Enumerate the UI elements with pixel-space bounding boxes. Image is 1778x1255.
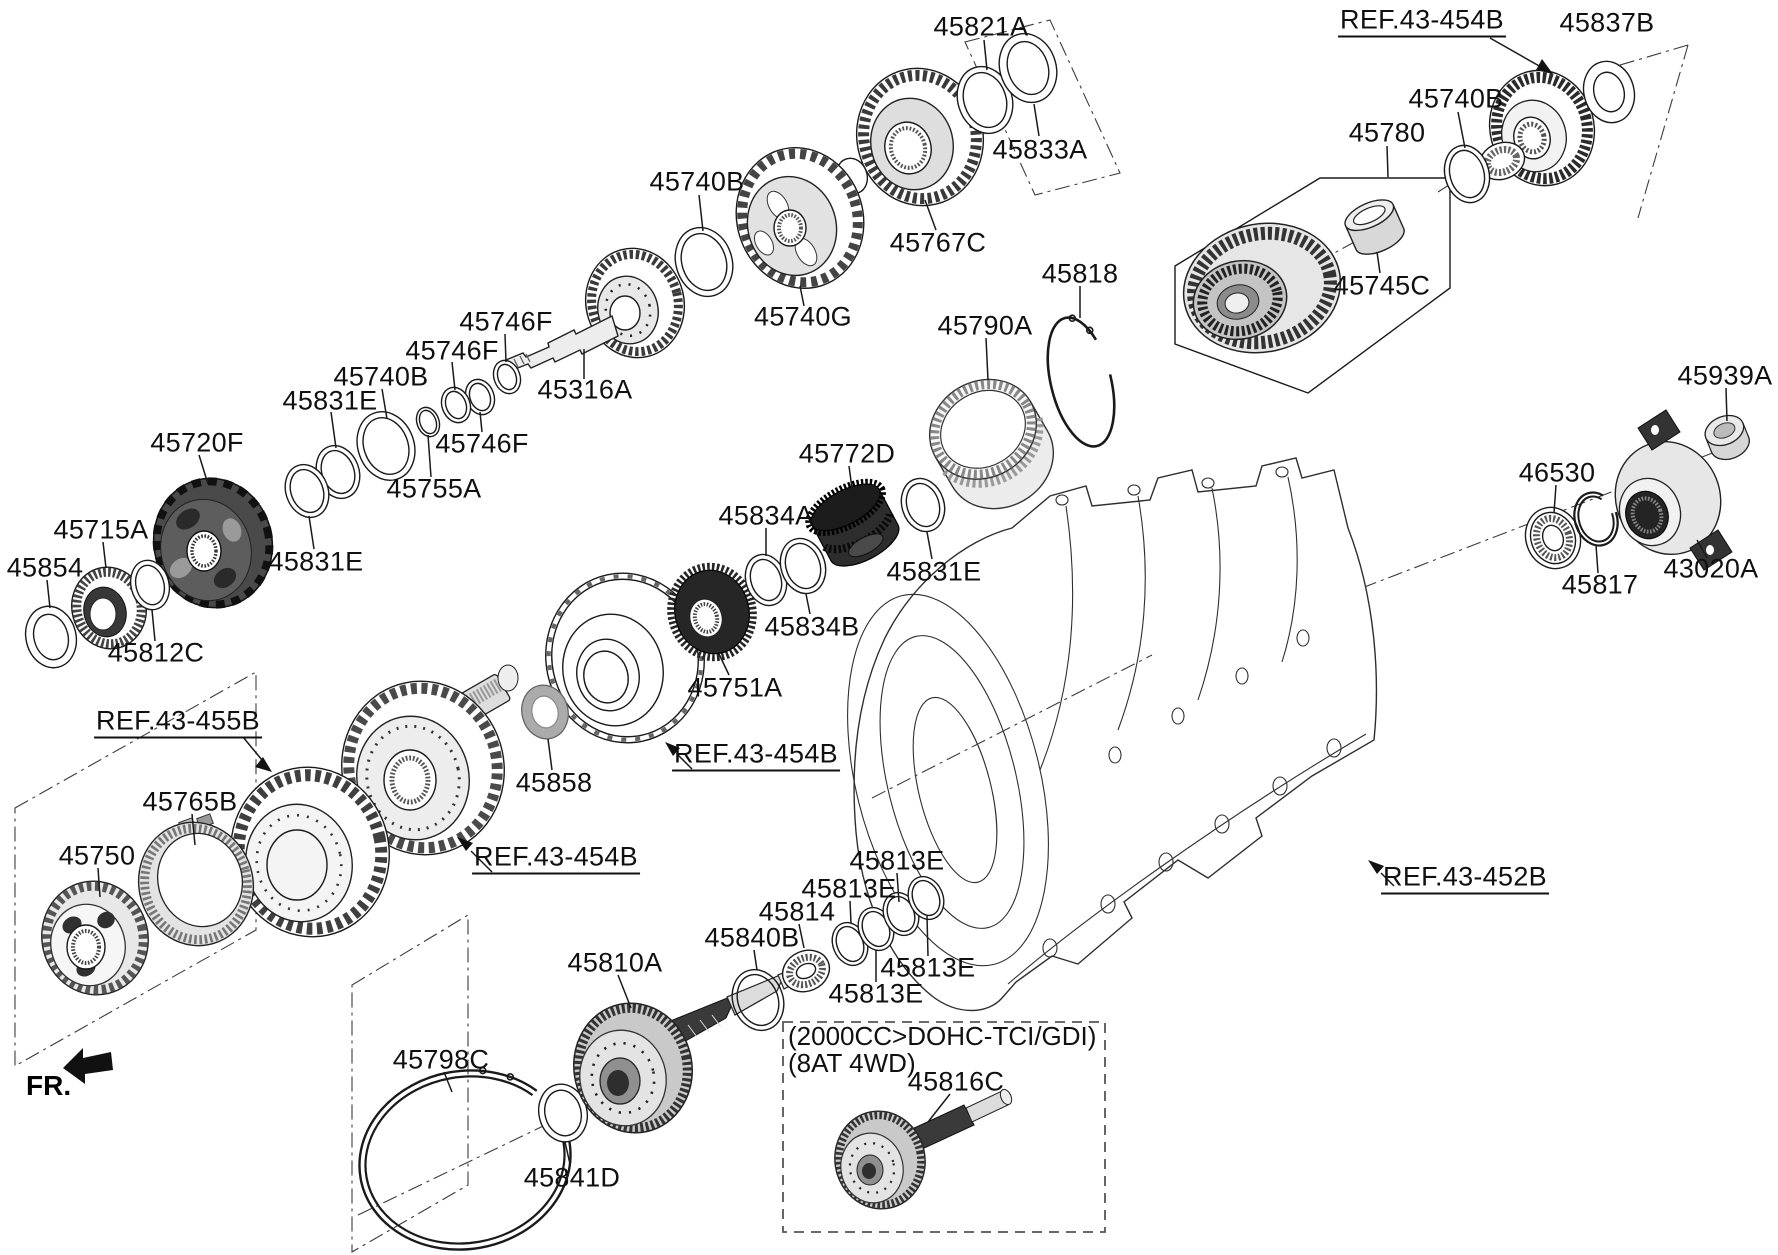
part-45818-snap-ring: [1046, 314, 1116, 448]
part-45740b-ring-left: [356, 411, 416, 481]
part-45746f-rings: [440, 359, 522, 424]
part-45780-clutch-pack: [1182, 222, 1342, 354]
part-45837b-washer: [1582, 60, 1636, 124]
part-45810a-output-gear: [572, 958, 818, 1134]
inset-variant-box: [782, 1021, 1106, 1233]
part-46530-bearing: [1524, 506, 1582, 570]
part-45751a-gear: [667, 562, 757, 662]
fr-direction-arrow-icon: [63, 1048, 113, 1084]
part-45858-washer: [521, 684, 569, 740]
transmission-case: [847, 457, 1378, 1012]
part-45854-ring: [24, 605, 78, 669]
part-45813e-rings: [831, 875, 945, 967]
part-45814-bearing: [781, 949, 831, 993]
part-45833a-ring: [998, 32, 1058, 104]
part-45755a-ring: [415, 406, 441, 438]
part-45720f-carrier: [152, 477, 274, 609]
part-45816c-output-gear: [834, 1088, 1013, 1210]
ref-callout-arrows: [242, 37, 1553, 887]
leader-lines: [46, 39, 1728, 1165]
part-45750-planetary: [41, 880, 149, 996]
part-45790a-race: [928, 378, 1055, 510]
part-45834b-ring: [779, 537, 827, 595]
part-ref-43-454b-gear: [1478, 69, 1596, 187]
part-45745c-bushing: [1344, 199, 1405, 255]
part-45740g-drum: [735, 147, 869, 289]
part-45740b-ring-topright: [1443, 144, 1491, 204]
part-45765b-band: [137, 813, 255, 947]
part-43020a-flange: [1614, 409, 1733, 571]
construction-lines: [14, 19, 1716, 1253]
part-45798c-snap-ring: [358, 1066, 572, 1251]
part-45821a-ring: [956, 65, 1014, 135]
part-45817-snap-ring: [1573, 491, 1619, 547]
part-45772d-pinion: [805, 478, 900, 567]
part-ref-43-454b-drum: [341, 664, 519, 856]
part-45840b-ring: [731, 968, 785, 1032]
part-45939a-nut: [1704, 414, 1750, 461]
part-45831e-ring-mid: [900, 477, 946, 533]
assembly-45780-box: [1174, 177, 1451, 394]
part-45831e-rings-left: [284, 444, 361, 519]
part-45812c-ring: [129, 559, 171, 611]
part-45316a-input-shaft: [505, 247, 686, 372]
part-45740b-ring: [674, 226, 734, 298]
